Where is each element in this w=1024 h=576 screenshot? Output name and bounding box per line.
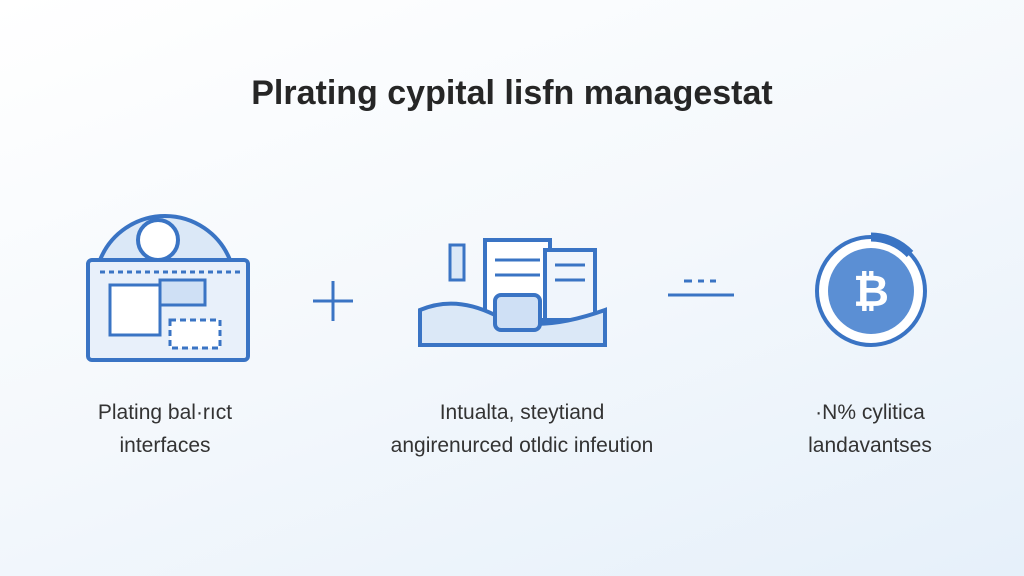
bitcoin-icon: ₿	[815, 232, 927, 347]
caption-line: ·N% cylitica	[815, 401, 925, 424]
caption-line: landavantses	[808, 434, 932, 457]
minus-icon	[668, 279, 734, 297]
caption-line: angirenurced otldic infeution	[390, 434, 654, 457]
svg-text:₿: ₿	[853, 266, 889, 317]
documents-cloud-icon	[418, 238, 607, 347]
caption-bitcoin: ·N% cylitica landavantses	[760, 396, 980, 462]
caption-documents: Intualta, steytiand angirenurced otldic …	[342, 396, 702, 462]
plus-icon	[313, 281, 353, 321]
caption-line: interfaces	[119, 434, 211, 457]
caption-line: Plating bal·rıct	[97, 401, 233, 424]
dashboard-dome-icon	[86, 213, 250, 362]
page-title: Plrating cypital lisfn managestat	[251, 74, 773, 112]
caption-line: Intualta, steytiand	[439, 401, 605, 424]
caption-interfaces: Plating bal·rıct interfaces	[40, 396, 290, 462]
